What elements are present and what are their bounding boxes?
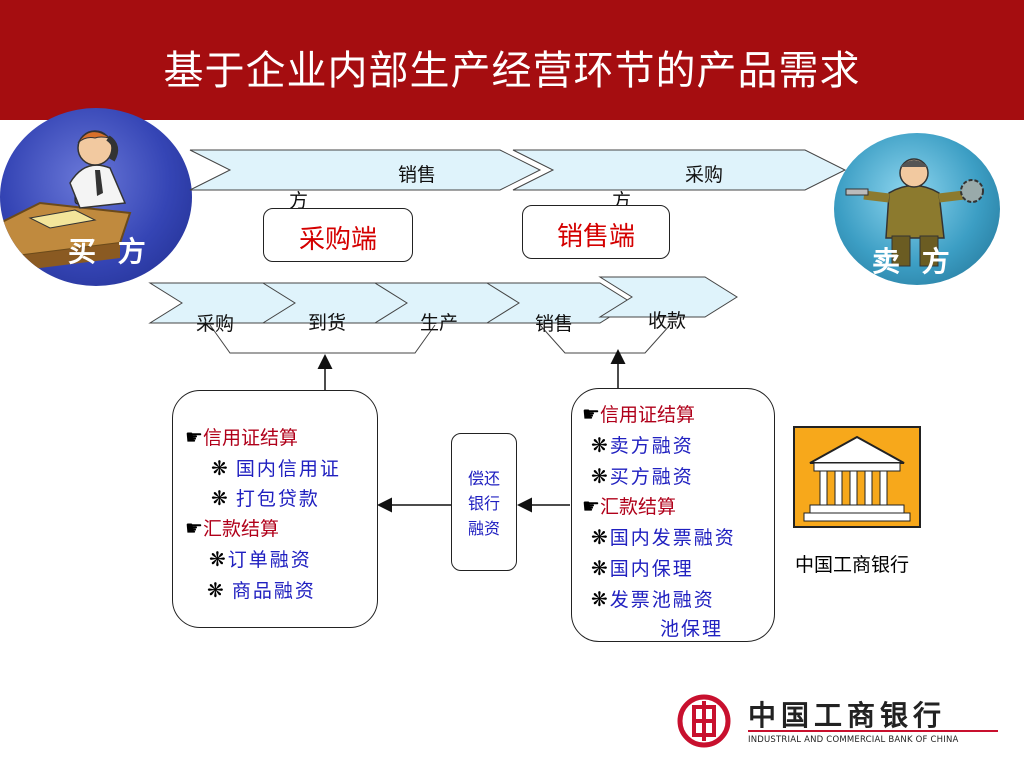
process-step-2: 到货 — [308, 312, 347, 334]
top-arrow-2-label: 采购 — [685, 164, 724, 186]
left-item-packing-loan: ❋ 打包贷款 — [211, 486, 320, 510]
top-arrow-1-label: 销售 — [398, 164, 437, 186]
left-section-remit: ☛汇款结算 — [185, 516, 279, 540]
buyer-label: 买 方 — [68, 235, 152, 268]
right-item-pool-factoring: 池保理 — [660, 618, 724, 640]
right-item-invoice-finance: ❋国内发票融资 — [591, 525, 736, 549]
asterisk-icon: ❋ — [211, 456, 228, 480]
repayment-line-1: 偿还 — [467, 469, 500, 488]
top-arrow-2 — [512, 149, 847, 191]
asterisk-icon: ❋ — [211, 486, 228, 510]
logo-divider — [748, 730, 998, 732]
asterisk-icon: ❋ — [591, 525, 608, 549]
repayment-line-2: 银行 — [467, 494, 500, 513]
left-item-goods-finance: ❋ 商品融资 — [207, 578, 316, 602]
seller-illustration — [845, 158, 984, 267]
process-step-4-shape — [485, 282, 633, 324]
sales-end-label: 销售端 — [556, 222, 635, 252]
top-arrow-1-label-cont: 方 — [289, 190, 309, 212]
top-flow-arrows — [189, 149, 847, 191]
top-arrow-1 — [189, 149, 542, 191]
left-item-order-finance: ❋订单融资 — [209, 547, 312, 571]
page-title: 基于企业内部生产经营环节的产品需求 — [163, 48, 861, 94]
pointing-hand-icon: ☛ — [582, 402, 600, 426]
icbc-logo-english: INDUSTRIAL AND COMMERCIAL BANK OF CHINA — [748, 735, 959, 745]
buyer-illustration — [0, 130, 132, 273]
title-banner — [0, 0, 1024, 120]
right-item-invoice-pool: ❋发票池融资 — [591, 587, 715, 611]
right-product-panel — [571, 388, 775, 642]
pointing-hand-icon: ☛ — [582, 494, 600, 518]
purchase-end-box — [263, 208, 413, 262]
repayment-box — [451, 433, 517, 571]
asterisk-icon: ❋ — [207, 578, 224, 602]
seller-label: 卖 方 — [872, 245, 956, 278]
right-section-lc: ☛信用证结算 — [582, 402, 695, 426]
left-section-lc: ☛信用证结算 — [185, 425, 298, 449]
right-item-factoring: ❋国内保理 — [591, 556, 694, 580]
asterisk-icon: ❋ — [591, 556, 608, 580]
process-flow — [148, 276, 738, 354]
right-bracket — [539, 324, 671, 354]
right-item-seller-finance: ❋卖方融资 — [591, 433, 694, 457]
purchase-end-label: 采购端 — [298, 225, 377, 255]
pointing-hand-icon: ☛ — [185, 425, 203, 449]
repayment-line-3: 融资 — [467, 519, 500, 538]
asterisk-icon: ❋ — [591, 464, 608, 488]
buyer-circle — [0, 108, 192, 286]
icbc-logo-icon — [677, 694, 731, 748]
process-step-5: 收款 — [648, 310, 687, 332]
icbc-logo-chinese: 中国工商银行 — [748, 699, 947, 732]
process-step-3: 生产 — [420, 312, 459, 334]
left-item-domestic-lc: ❋ 国内信用证 — [211, 456, 341, 480]
left-product-panel — [172, 390, 378, 628]
bank-building-icon — [793, 426, 921, 528]
pointing-hand-icon: ☛ — [185, 516, 203, 540]
left-bracket — [209, 324, 436, 354]
seller-circle — [834, 133, 1000, 285]
asterisk-icon: ❋ — [591, 587, 608, 611]
sales-end-box — [522, 205, 670, 259]
process-step-5-shape — [598, 276, 738, 318]
asterisk-icon: ❋ — [591, 433, 608, 457]
right-item-buyer-finance: ❋买方融资 — [591, 464, 694, 488]
bank-caption: 中国工商银行 — [795, 554, 910, 576]
process-step-4: 销售 — [535, 313, 574, 335]
process-step-1: 采购 — [196, 313, 235, 335]
asterisk-icon: ❋ — [209, 547, 226, 571]
right-section-remit: ☛汇款结算 — [582, 494, 676, 518]
